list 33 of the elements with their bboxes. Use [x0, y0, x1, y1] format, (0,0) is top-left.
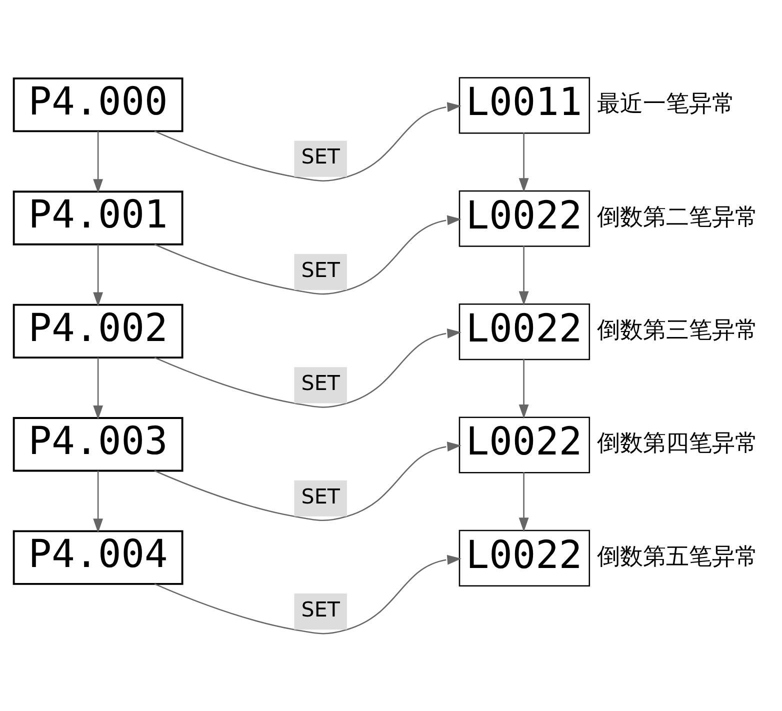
- arrow: [154, 328, 462, 408]
- node-box: L0022: [458, 530, 590, 586]
- node-box: P4.004: [12, 530, 184, 585]
- node-box: L0022: [458, 304, 590, 360]
- arrow: [93, 244, 104, 306]
- arrow: [518, 472, 529, 532]
- arrow: [93, 358, 104, 420]
- node-box: P4.002: [12, 304, 184, 358]
- node-box: L0022: [458, 190, 590, 247]
- node-box: P4.003: [12, 417, 184, 472]
- arrow: [518, 132, 529, 192]
- arrow: [154, 554, 462, 634]
- node-label: 倒数第二笔异常: [597, 204, 758, 230]
- node-label: 倒数第五笔异常: [597, 544, 758, 570]
- node-label: 最近一笔异常: [597, 91, 736, 118]
- arrow: [93, 470, 104, 533]
- node-box: L0011: [458, 77, 590, 134]
- arrow: [93, 131, 104, 194]
- edge-label: SET: [301, 484, 340, 508]
- node-label: 倒数第四笔异常: [597, 430, 758, 457]
- arrow: [518, 246, 529, 306]
- arrow: [154, 442, 462, 522]
- arrow: [518, 358, 529, 419]
- node-box: P4.001: [12, 190, 184, 246]
- edge-label: SET: [301, 371, 340, 396]
- node-box: L0022: [458, 416, 590, 474]
- edge-label: SET: [301, 597, 340, 622]
- edge-label: SET: [301, 258, 340, 282]
- node-label: 倒数第三笔异常: [597, 317, 758, 344]
- edge-label: SET: [301, 144, 340, 169]
- node-box: P4.000: [12, 77, 184, 132]
- arrow: [154, 215, 462, 295]
- arrow: [154, 102, 462, 182]
